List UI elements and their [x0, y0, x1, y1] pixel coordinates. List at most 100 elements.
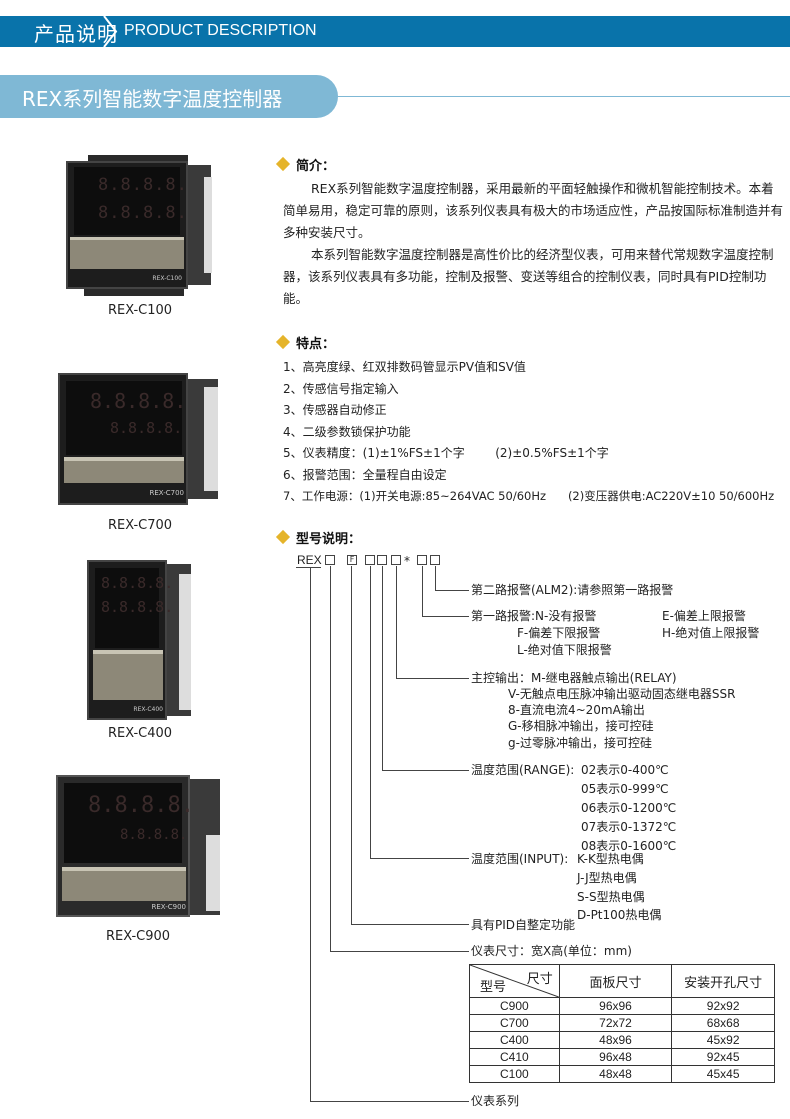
connector-line	[435, 566, 436, 590]
table-cell: 96x96	[558, 997, 673, 1015]
pv-display: 8.8.8.8.	[98, 175, 188, 195]
alm2-label: 第二路报警(ALM2):请参照第一路报警	[471, 583, 674, 597]
header-title-cn: 产品说明	[34, 22, 118, 46]
feature-item: 3、传感器自动修正	[283, 403, 387, 417]
title-divider	[338, 96, 790, 97]
table-row: C700 72x72 68x68	[469, 1014, 775, 1032]
main-output-label: 主控输出：M-继电器触点输出(RELAY)	[471, 671, 677, 685]
pv-display: 8.8.8.8.	[90, 389, 187, 413]
main-output-option: V-无触点电压脉冲输出驱动固态继电器SSR	[508, 687, 736, 701]
alm1-option: L-绝对值下限报警	[517, 643, 612, 657]
range-option: 07表示0-1372℃	[581, 820, 677, 834]
code-box	[365, 555, 375, 565]
table-header: 面板尺寸	[558, 964, 673, 998]
diagonal-divider-icon	[470, 965, 559, 997]
device-image-rex-c700: 8.8.8.8. 8.8.8.8. REX-C700	[58, 373, 218, 513]
prefix-underline	[296, 567, 321, 568]
connector-line	[396, 566, 397, 678]
connector-line	[422, 566, 423, 616]
code-box-f: F	[347, 555, 357, 565]
connector-line	[435, 590, 469, 591]
model-heading: 型号说明：	[275, 528, 361, 547]
alm1-option: E-偏差上限报警	[662, 609, 746, 623]
table-row: C900 96x96 92x92	[469, 997, 775, 1015]
main-output-option: 8-直流电流4~20mA输出	[508, 703, 645, 717]
range-option: 06表示0-1200℃	[581, 801, 677, 815]
feature-item: 7、工作电源：(1)开关电源:85~264VAC 50/60Hz (2)变压器供…	[283, 489, 775, 503]
input-option: J-J型热电偶	[577, 871, 637, 885]
sv-display: 8.8.8.8.	[101, 598, 174, 616]
table-cell: 92x45	[671, 1048, 775, 1066]
table-cell: C400	[469, 1031, 560, 1049]
code-box	[377, 555, 387, 565]
code-box	[430, 555, 440, 565]
connector-line	[370, 858, 469, 859]
panel-model-label: REX-C100	[152, 275, 182, 282]
table-row: C100 48x48 45x45	[469, 1065, 775, 1083]
main-output-option: g-过零脉冲输出，接可控硅	[508, 736, 652, 750]
table-header: 安装开孔尺寸	[671, 964, 775, 998]
table-row: C400 48x96 45x92	[469, 1031, 775, 1049]
pv-display: 8.8.8.8.	[88, 793, 194, 818]
code-box	[417, 555, 427, 565]
size-label: 仪表尺寸：宽X高(单位：mm)	[471, 944, 632, 958]
diamond-bullet-icon	[275, 529, 291, 545]
input-label: 温度范围(INPUT):	[471, 852, 569, 866]
table-cell: 68x68	[671, 1014, 775, 1032]
diamond-bullet-icon	[275, 334, 291, 350]
table-cell: 96x48	[558, 1048, 673, 1066]
device-label: REX-C700	[107, 518, 173, 533]
main-output-option: G-移相脉冲输出，接可控硅	[508, 719, 654, 733]
table-cell: 92x92	[671, 997, 775, 1015]
product-title-pill: REX系列智能数字温度控制器	[0, 75, 338, 118]
connector-line	[310, 568, 311, 1101]
code-box	[391, 555, 401, 565]
input-option: D-Pt100热电偶	[577, 908, 662, 922]
device-image-rex-c400: 8.8.8.8. 8.8.8.8. REX-C400	[87, 560, 192, 722]
input-option: K-K型热电偶	[577, 852, 644, 866]
range-option: 02表示0-400℃	[581, 763, 669, 777]
sv-display: 8.8.8.8.	[110, 419, 183, 437]
section-header-bar: 产品说明 PRODUCT DESCRIPTION	[0, 16, 790, 47]
table-cell: C700	[469, 1014, 560, 1032]
device-image-rex-c900: 8.8.8.8. 8.8.8.8. REX-C900	[56, 775, 221, 920]
table-cell: C900	[469, 997, 560, 1015]
connector-line	[330, 566, 331, 951]
table-corner-cell: 尺寸 型号	[469, 964, 560, 998]
input-option: S-S型热电偶	[577, 890, 645, 904]
feature-item: 5、仪表精度：(1)±1%FS±1个字 (2)±0.5%FS±1个字	[283, 446, 609, 460]
connector-line	[382, 770, 469, 771]
diamond-bullet-icon	[275, 156, 291, 172]
connector-line	[422, 616, 469, 617]
panel-model-label: REX-C900	[151, 903, 186, 911]
sv-display: 8.8.8.8.	[98, 203, 188, 223]
alm1-option: H-绝对值上限报警	[662, 626, 760, 640]
table-cell: 45x92	[671, 1031, 775, 1049]
range-option: 08表示0-1600℃	[581, 839, 677, 853]
feature-item: 1、高亮度绿、红双排数码管显示PV值和SV值	[283, 360, 526, 374]
feature-item: 6、报警范围：全量程自由设定	[283, 468, 447, 482]
corner-top-label: 尺寸	[526, 971, 553, 986]
device-label: REX-C400	[107, 726, 173, 741]
connector-line	[351, 924, 469, 925]
alm1-label: 第一路报警:N-没有报警	[471, 609, 597, 623]
panel-model-label: REX-C400	[133, 706, 163, 713]
table-cell: 48x48	[558, 1065, 673, 1083]
table-row: C410 96x48 92x45	[469, 1048, 775, 1066]
pid-label: 具有PID自整定功能	[471, 918, 576, 932]
intro-heading: 简介：	[275, 155, 335, 174]
series-label: 仪表系列	[471, 1094, 520, 1108]
header-title-en: PRODUCT DESCRIPTION	[124, 22, 317, 39]
range-label: 温度范围(RANGE):	[471, 763, 575, 777]
device-image-rex-c100: 8.8.8.8. 8.8.8.8. REX-C100	[66, 155, 212, 296]
connector-line	[370, 566, 371, 858]
table-cell: 72x72	[558, 1014, 673, 1032]
feature-item: 4、二级参数锁保护功能	[283, 425, 411, 439]
features-heading: 特点：	[275, 333, 335, 352]
chevron-right-icon	[103, 16, 118, 47]
range-option: 05表示0-999℃	[581, 782, 669, 796]
model-prefix: REX	[297, 553, 322, 567]
connector-line	[382, 566, 383, 770]
size-table: 尺寸 型号 面板尺寸 安装开孔尺寸 C900 96x96 92x92 C700 …	[469, 964, 775, 1083]
connector-line	[310, 1101, 469, 1102]
